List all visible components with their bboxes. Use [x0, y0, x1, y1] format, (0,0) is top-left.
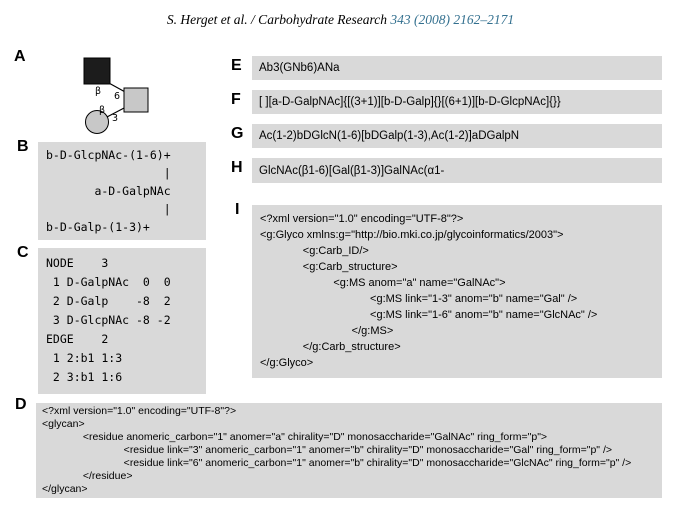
panel-label-d: D — [15, 396, 27, 413]
panel-f-code: [ ][a-D-GalpNAc]{[(3+1)][b-D-Galp]{}[(6+… — [259, 96, 561, 108]
running-head-authors: S. Herget et al. / Carbohydrate Research — [166, 12, 391, 27]
panel-g-code: Ac(1-2)bDGlcN(1-6)[bDGalp(1-3),Ac(1-2)]a… — [259, 130, 520, 142]
panel-label-a: A — [14, 48, 26, 65]
upper-anomer-label: β — [95, 86, 101, 97]
running-head: S. Herget et al. / Carbohydrate Research… — [0, 12, 681, 28]
panel-label-c: C — [17, 244, 29, 261]
glycan-symbol-diagram: β 6 β 3 — [83, 57, 149, 134]
gal-circle-icon — [85, 110, 109, 134]
running-head-citation-link[interactable]: 343 (2008) 2162–2171 — [390, 12, 515, 27]
panel-label-e: E — [231, 57, 242, 74]
panel-h-code: GlcNAc(β1-6)[Gal(β1-3)]GalNAc(α1- — [259, 164, 445, 177]
panel-g-box: Ac(1-2)bDGlcN(1-6)[bDGalp(1-3),Ac(1-2)]a… — [252, 124, 662, 148]
galnac-square-icon — [123, 87, 149, 113]
upper-position-label: 6 — [114, 91, 120, 102]
panel-d-xml-code: <?xml version="1.0" encoding="UTF-8"?> <… — [36, 403, 662, 498]
linkage-line-beta3 — [104, 106, 127, 119]
lower-anomer-label: β — [99, 105, 105, 116]
panel-c-code: NODE 3 1 D-GalpNAc 0 0 2 D-Galp -8 2 3 D… — [38, 248, 206, 394]
panel-b-code: b-D-GlcpNAc-(1-6)+ | a-D-GalpNAc | b-D-G… — [38, 142, 206, 240]
panel-i-xml-code: <?xml version="1.0" encoding="UTF-8"?> <… — [252, 205, 662, 378]
panel-label-f: F — [231, 91, 241, 108]
panel-h-box: GlcNAc(β1-6)[Gal(β1-3)]GalNAc(α1- — [252, 158, 662, 183]
panel-label-i: I — [235, 201, 240, 218]
panel-e-box: Ab3(GNb6)ANa — [252, 56, 662, 80]
panel-label-b: B — [17, 138, 29, 155]
panel-e-code: Ab3(GNb6)ANa — [259, 62, 340, 74]
panel-f-box: [ ][a-D-GalpNAc]{[(3+1)][b-D-Galp]{}[(6+… — [252, 90, 662, 114]
lower-position-label: 3 — [112, 113, 118, 124]
glcnac-square-icon — [83, 57, 111, 85]
panel-label-g: G — [231, 125, 244, 142]
panel-label-h: H — [231, 159, 243, 176]
